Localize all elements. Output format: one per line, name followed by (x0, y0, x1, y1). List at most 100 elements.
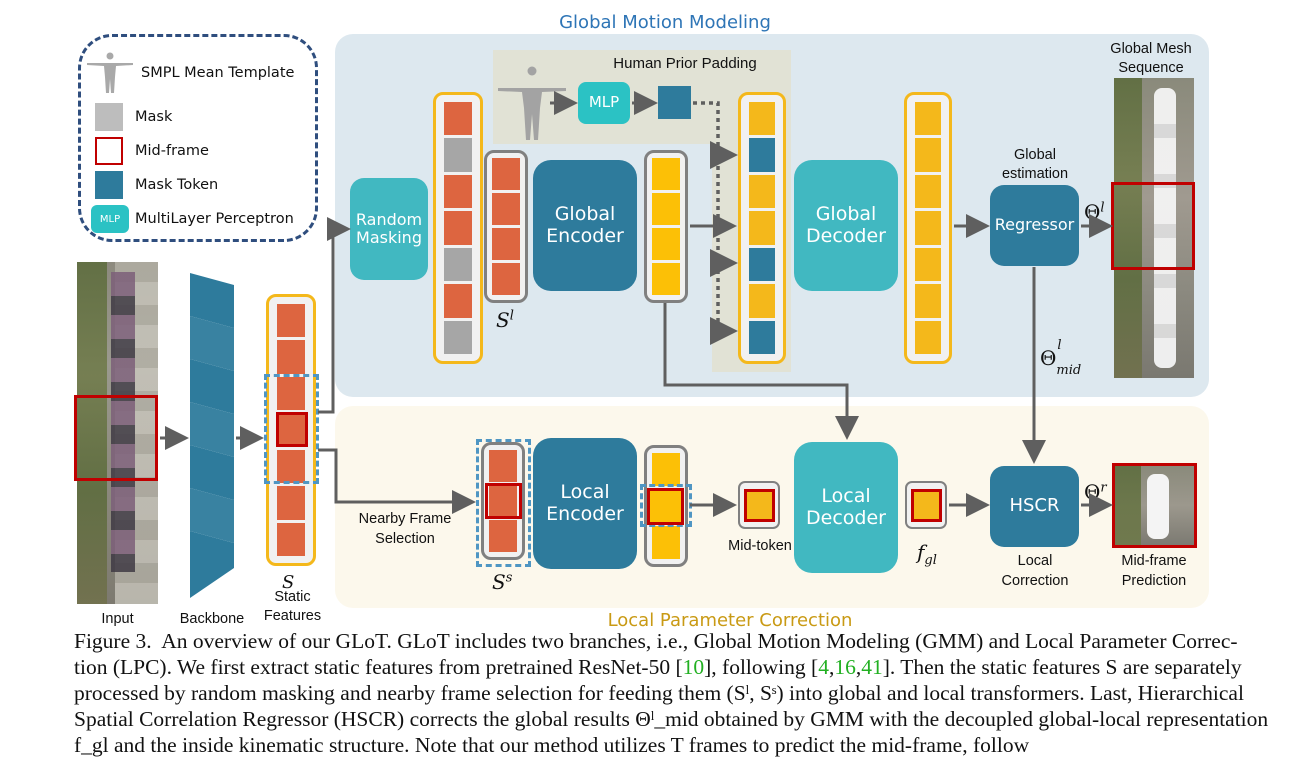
s-l-column (484, 150, 528, 303)
legend-label: Mask Token (135, 177, 219, 193)
decoded-token (915, 102, 941, 136)
padded-tokens-column (738, 92, 786, 364)
masked-token (444, 320, 472, 354)
feature-token (444, 174, 472, 209)
arrow-features-to-nearby-selection (318, 448, 476, 514)
encoded-token (749, 284, 775, 318)
arrow-features-to-random-masking (318, 217, 351, 414)
nearby-frame-window (264, 374, 319, 484)
encoded-token (652, 193, 680, 225)
s-s-selection-window (476, 439, 531, 567)
encoded-token (749, 211, 775, 245)
mid-token-box (738, 481, 780, 529)
feature-token (444, 284, 472, 318)
static-features-column (266, 294, 316, 566)
mask-swatch (95, 103, 123, 131)
encoded-token (749, 102, 775, 136)
feature-token (277, 376, 305, 411)
legend-item-smpl: SMPL Mean Template (85, 51, 294, 95)
legend-item-mlp: MLP MultiLayer Perceptron (91, 205, 294, 233)
local-encoder-block: Local Encoder (533, 438, 637, 569)
decoded-token (915, 247, 941, 282)
feature-token (277, 304, 305, 338)
encoded-token (652, 158, 680, 190)
f-gl-token-box (905, 481, 947, 529)
legend-label: Mid-frame (135, 143, 209, 159)
global-mesh-sequence-frames (1114, 78, 1194, 378)
decoded-token (915, 138, 941, 172)
s-l-symbol: Sl (496, 308, 514, 332)
mid-frame-prediction-image (1112, 463, 1197, 548)
local-branch-title: Local Parameter Correction (607, 610, 853, 631)
feature-token (492, 193, 520, 225)
encoded-token (652, 525, 680, 559)
s-s-symbol: Ss (492, 570, 513, 594)
legend-item-mid-frame: Mid-frame (95, 137, 209, 165)
caption-line-1: Figure 3. An overview of our GLoT. GLoT … (74, 629, 1238, 653)
mask-token (749, 320, 775, 354)
feature-token (277, 522, 305, 556)
caption-line-4: Spatial Correlation Regressor (HSCR) cor… (74, 707, 1269, 731)
mid-frame-prediction-label: Mid-frame Prediction (1121, 553, 1187, 589)
figure-caption: Figure 3. An overview of our GLoT. GLoT … (74, 628, 1284, 758)
feature-token (277, 449, 305, 484)
feature-token (277, 413, 305, 447)
citation-link[interactable]: 4 (818, 655, 829, 679)
citation-link[interactable]: 10 (682, 655, 705, 679)
smpl-mean-template-icon (498, 66, 566, 140)
mask-token-swatch (95, 171, 123, 199)
global-decoder-output-column (904, 92, 952, 364)
encoded-token (652, 453, 680, 487)
global-estimation-label: Global estimation (1001, 147, 1069, 182)
dotted-prior-line (693, 101, 720, 331)
masked-features-column (433, 92, 483, 364)
mid-token-label: Mid-token (728, 538, 792, 554)
encoded-token (652, 263, 680, 295)
legend-item-mask-token: Mask Token (95, 171, 218, 199)
global-encoder-output-column (644, 150, 688, 303)
feature-token (489, 450, 517, 482)
encoded-token (652, 228, 680, 260)
global-branch-title: Global Motion Modeling (559, 12, 771, 33)
legend-item-mask: Mask (95, 103, 172, 131)
legend-label: SMPL Mean Template (141, 65, 295, 81)
f-gl-symbol: fgl (917, 540, 937, 568)
legend-label: Mask (135, 109, 173, 125)
human-prior-padding-label: Human Prior Padding (613, 55, 757, 72)
arrow-encoder-to-local-decoder (663, 303, 859, 440)
smpl-figure-icon (87, 52, 133, 93)
caption-line-3: processed by random masking and nearby f… (74, 681, 1244, 705)
prior-mask-token (658, 86, 691, 119)
decoded-token (915, 320, 941, 354)
feature-token (277, 486, 305, 520)
mid-frame-feature (276, 412, 308, 447)
mid-frame-swatch (95, 137, 123, 165)
static-features-symbol: S (282, 572, 295, 593)
mid-frame-highlight (74, 395, 158, 481)
feature-token (277, 340, 305, 374)
input-label: Input (101, 611, 134, 627)
mask-token (749, 138, 775, 172)
feature-token (444, 211, 472, 245)
encoded-token (749, 174, 775, 209)
caption-line-5: f_gl and the inside kinematic structure.… (74, 733, 1030, 757)
decoded-token (915, 174, 941, 209)
decoded-token (915, 284, 941, 318)
backbone-label: Backbone (179, 611, 245, 627)
legend-label: MultiLayer Perceptron (135, 211, 294, 227)
feature-token (492, 228, 520, 260)
local-decoder-block: Local Decoder (794, 442, 898, 573)
regressor-block: Regressor (990, 185, 1079, 266)
caption-line-2: tion (LPC). We first extract static feat… (74, 655, 1242, 679)
citation-link[interactable]: 16 (834, 655, 856, 679)
feature-token (492, 263, 520, 295)
hscr-block: HSCR (990, 466, 1079, 547)
mlp-block: MLP (578, 82, 630, 124)
s-s-mid-frame (485, 483, 522, 519)
global-decoder-block: Global Decoder (794, 160, 898, 291)
legend: SMPL Mean Template Mask Mid-frame Mask T… (78, 34, 318, 242)
local-mid-token (647, 488, 684, 525)
citation-link[interactable]: 41 (861, 655, 883, 679)
